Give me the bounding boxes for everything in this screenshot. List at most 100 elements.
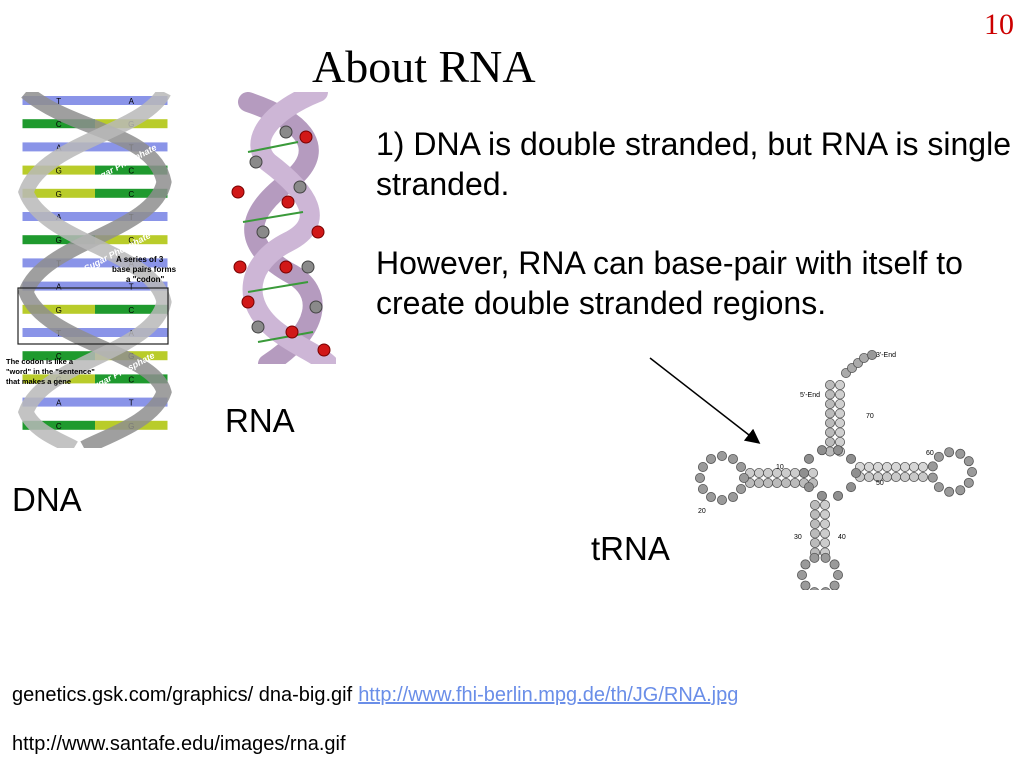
trna-nucleotide xyxy=(754,477,765,488)
sentence-note-1: The codon is like a xyxy=(6,357,74,366)
trna-nucleotide xyxy=(834,408,845,419)
dna-base-left xyxy=(22,304,95,314)
trna-nucleotide xyxy=(834,437,845,448)
trna-nucleotide xyxy=(820,552,831,563)
trna-num-20: 20 xyxy=(698,508,706,515)
trna-nucleotide xyxy=(881,462,892,473)
trna-num-30: 30 xyxy=(794,534,802,541)
trna-nucleotide xyxy=(933,451,944,462)
page-number: 10 xyxy=(984,8,1014,41)
trna-nucleotide xyxy=(808,468,819,479)
dna-base-left xyxy=(22,235,95,245)
trna-num-70: 70 xyxy=(866,413,874,420)
trna-nucleotide xyxy=(810,528,821,539)
sentence-note-3: that makes a gene xyxy=(6,377,71,386)
dna-base-left xyxy=(22,96,95,105)
trna-nucleotide xyxy=(833,490,844,501)
trna-nucleotide xyxy=(697,483,708,494)
codon-note-3: a "codon" xyxy=(126,275,164,284)
trna-nucleotide xyxy=(846,482,857,493)
rna-carbon-atom xyxy=(309,300,323,314)
trna-nucleotide xyxy=(963,456,974,467)
trna-nucleotide xyxy=(824,437,835,448)
trna-nucleotide xyxy=(739,472,750,483)
trna-nucleotide xyxy=(819,499,830,510)
trna-nucleotide xyxy=(872,462,883,473)
rna-oxygen-atom xyxy=(317,343,331,357)
trna-nucleotide xyxy=(816,445,827,456)
rna-carbon-atom xyxy=(251,320,265,334)
trna-nucleotide xyxy=(697,462,708,473)
rna-helix-image xyxy=(231,92,336,364)
dna-base-left xyxy=(22,397,95,407)
sentence-note-2: "word" in the "sentence" xyxy=(6,367,95,376)
trna-nucleotide xyxy=(800,559,811,570)
trna-nucleotide xyxy=(863,472,874,483)
trna-nucleotide xyxy=(810,509,821,520)
dna-base-letter: G xyxy=(56,236,62,245)
trna-nucleotide xyxy=(890,472,901,483)
rna-ribbon-front xyxy=(242,92,336,364)
trna-nucleotide xyxy=(933,482,944,493)
dna-base-letter: C xyxy=(128,190,134,199)
rna-carbon-atom xyxy=(256,225,270,239)
trna-num-50: 50 xyxy=(876,480,884,487)
dna-base-left xyxy=(22,119,95,129)
trna-nucleotide xyxy=(816,490,827,501)
trna-nucleotide xyxy=(799,468,810,479)
dna-base-left xyxy=(22,165,95,175)
dna-base-right xyxy=(95,96,168,105)
trna-nucleotide xyxy=(834,380,845,391)
trna-nucleotide xyxy=(890,462,901,473)
trna-nucleotide xyxy=(908,462,919,473)
trna-nucleotide xyxy=(944,447,955,458)
trna-nucleotide xyxy=(819,509,830,520)
trna-nucleotide xyxy=(834,389,845,400)
trna-nucleotide xyxy=(899,462,910,473)
rna-carbon-atom xyxy=(301,260,315,274)
dna-base-right xyxy=(95,374,168,384)
trna-nucleotide xyxy=(736,483,747,494)
rna-oxygen-atom xyxy=(311,225,325,239)
rna-oxygen-atom xyxy=(233,260,247,274)
trna-nucleotide xyxy=(772,477,783,488)
dna-base-letter: C xyxy=(56,422,62,431)
trna-nucleotide xyxy=(763,477,774,488)
dna-base-left xyxy=(22,142,95,152)
dna-base-letter: T xyxy=(129,399,134,408)
trna-num-10: 10 xyxy=(776,464,784,471)
rna-oxygen-atom xyxy=(285,325,299,339)
trna-nucleotide xyxy=(716,451,727,462)
rna-carbon-atom xyxy=(279,125,293,139)
codon-box xyxy=(17,287,169,345)
image-credit-line-2: http://www.santafe.edu/images/rna.gif xyxy=(12,733,346,755)
rna-oxygen-atom xyxy=(231,185,245,199)
trna-nucleotide xyxy=(834,427,845,438)
trna-nucleotide xyxy=(763,468,774,479)
dna-base-left xyxy=(22,420,95,430)
trna-nucleotide xyxy=(819,537,830,548)
dna-base-letter: C xyxy=(128,306,134,315)
trna-nucleotide xyxy=(834,418,845,429)
trna-nucleotide xyxy=(705,453,716,464)
credit-rna-link[interactable]: http://www.fhi-berlin.mpg.de/th/JG/RNA.j… xyxy=(358,684,739,706)
dna-base-right xyxy=(95,281,168,291)
dna-base-left xyxy=(22,188,95,198)
dna-base-left xyxy=(22,281,95,291)
trna-nucleotide xyxy=(800,580,811,590)
dna-backbone-left xyxy=(18,92,172,448)
trna-nucleotide xyxy=(790,477,801,488)
trna-nucleotide xyxy=(803,453,814,464)
trna-nucleotide xyxy=(824,408,835,419)
trna-nucleotide xyxy=(824,389,835,400)
bullet-double-stranded: 1) DNA is double stranded, but RNA is si… xyxy=(376,126,1011,202)
dna-base-letter: A xyxy=(56,399,62,408)
trna-cloverleaf-image: 3'-End 5'-End 70 10 60 50 20 30 40 xyxy=(695,350,977,590)
trna-nucleotide xyxy=(809,552,820,563)
trna-nucleotide xyxy=(863,462,874,473)
rna-oxygen-atom xyxy=(299,130,313,144)
trna-nucleotide xyxy=(955,448,966,459)
trna-nucleotide xyxy=(819,518,830,529)
credit-dna-source: genetics.gsk.com/graphics/ dna-big.gif xyxy=(12,684,353,706)
